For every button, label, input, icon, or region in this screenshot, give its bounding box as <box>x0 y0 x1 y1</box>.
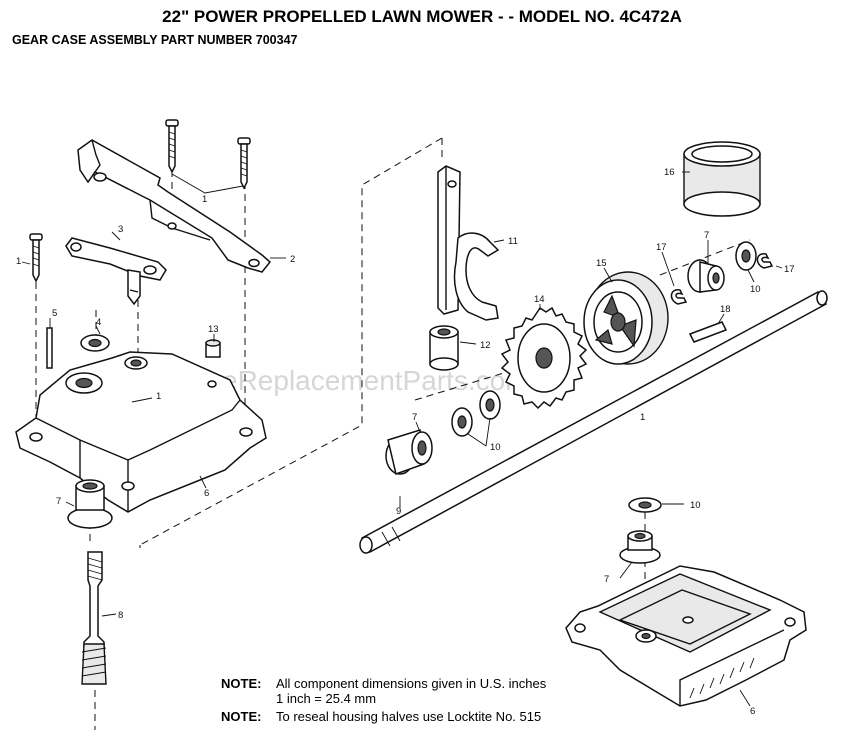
washer-4 <box>80 334 110 352</box>
callout-17: 17 <box>656 242 667 253</box>
callout-16: 16 <box>664 167 675 178</box>
retaining-ring-17-left <box>670 289 688 305</box>
pin-5 <box>46 327 53 369</box>
note-conversion: 1 inch = 25.4 mm <box>276 691 376 706</box>
callout-6: 6 <box>204 488 209 499</box>
washer-upper-right <box>735 241 757 271</box>
callout-1: 1 <box>640 412 645 423</box>
callout-1: 1 <box>202 194 207 205</box>
note-label: NOTE: <box>221 709 261 724</box>
screw-top-right <box>237 137 251 190</box>
callout-1: 1 <box>16 256 21 267</box>
washer-lower-right <box>628 497 662 513</box>
callout-12: 12 <box>480 340 491 351</box>
worm-shaft <box>81 551 107 685</box>
bushing-left <box>67 479 113 529</box>
callout-14: 14 <box>534 294 545 305</box>
shift-lever <box>65 237 167 306</box>
callout-7: 7 <box>412 412 417 423</box>
callout-15: 15 <box>596 258 607 269</box>
axle-shaft <box>359 290 828 554</box>
page-subtitle: GEAR CASE ASSEMBLY PART NUMBER 700347 <box>12 33 298 47</box>
drive-gear <box>500 306 588 410</box>
note-dimensions: All component dimensions given in U.S. i… <box>276 676 547 691</box>
callout-numbers: 1 1 1 1 2 3 4 5 6 6 7 7 7 7 8 9 10 10 10… <box>16 167 795 717</box>
callout-7: 7 <box>704 230 709 241</box>
callout-18: 18 <box>720 304 731 315</box>
clutch-pulley <box>583 271 669 365</box>
bushing-lower-right <box>619 530 661 564</box>
page-title: 22" POWER PROPELLED LAWN MOWER - - MODEL… <box>162 7 682 26</box>
notes: NOTE: All component dimensions given in … <box>221 676 547 724</box>
bushing-upper-right <box>687 259 725 293</box>
washer-shaft-left-a <box>451 407 473 437</box>
callout-3: 3 <box>118 224 123 235</box>
lower-gear-case <box>565 565 807 707</box>
callout-1: 1 <box>156 391 161 402</box>
callout-11: 11 <box>508 236 518 247</box>
shift-bracket <box>77 139 272 273</box>
bushing-12 <box>429 325 459 371</box>
callout-6: 6 <box>750 706 755 717</box>
callout-8: 8 <box>118 610 123 621</box>
shift-fork <box>437 165 500 321</box>
sleeve-16 <box>683 141 761 217</box>
leader-lines <box>21 171 783 707</box>
note-reseal: To reseal housing halves use Locktite No… <box>276 709 541 724</box>
note-label: NOTE: <box>221 676 261 691</box>
callout-10: 10 <box>490 442 501 453</box>
callout-4: 4 <box>96 317 101 328</box>
plug-13 <box>205 339 221 358</box>
retaining-ring-17-right <box>756 253 774 269</box>
callout-13: 13 <box>208 324 219 335</box>
callout-7: 7 <box>56 496 61 507</box>
screw-left <box>29 233 43 283</box>
screw-group-bracket <box>171 173 244 194</box>
callout-17: 17 <box>784 264 795 275</box>
callout-9: 9 <box>396 506 401 517</box>
callout-2: 2 <box>290 254 295 265</box>
callout-10: 10 <box>690 500 701 511</box>
screw-top-left <box>165 119 179 174</box>
callout-5: 5 <box>52 308 57 319</box>
bushing-shaft-left <box>385 429 433 475</box>
watermark: eReplacementParts.com <box>222 365 529 396</box>
callout-10: 10 <box>750 284 761 295</box>
upper-gear-case <box>15 351 267 513</box>
key-18 <box>688 321 728 343</box>
callout-7: 7 <box>604 574 609 585</box>
washer-shaft-left-b <box>479 390 501 420</box>
